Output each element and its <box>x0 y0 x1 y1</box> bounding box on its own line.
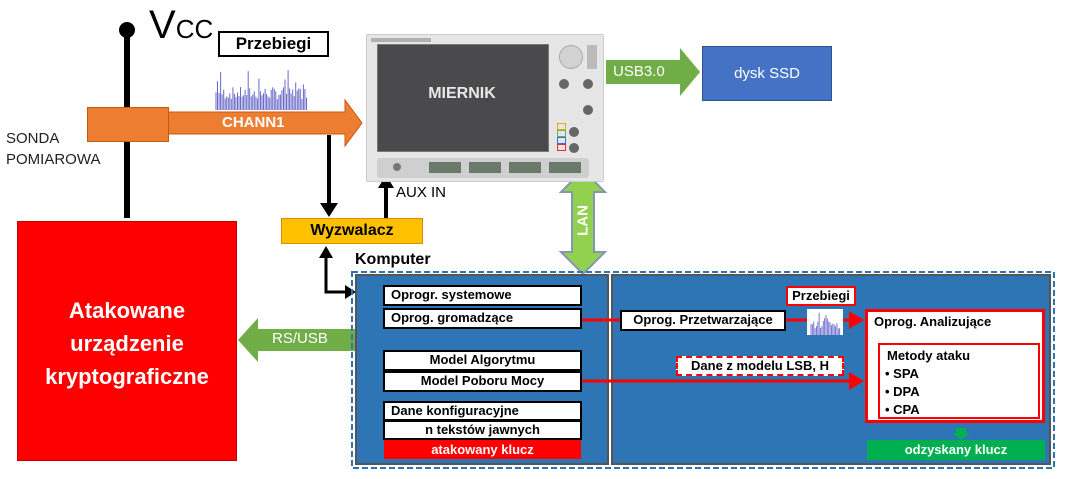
meter-brand-strip <box>371 38 431 42</box>
meter-input-strip <box>377 158 589 178</box>
waveforms-right-label: Przebiegi <box>786 286 856 306</box>
attack-methods-title: Metody ataku <box>887 348 971 363</box>
channel-input-icon <box>429 162 461 173</box>
method-item: • DPA <box>885 384 920 399</box>
knob-icon <box>569 127 579 137</box>
probe-label: SONDA POMIAROWA <box>6 128 100 170</box>
attacked-key-box: atakowany klucz <box>384 440 581 459</box>
model-data-box: Dane z modelu LSB, H <box>676 356 844 376</box>
vcc-label: VCC <box>149 4 213 50</box>
chann-to-trigger-arrowhead <box>320 203 338 217</box>
channel-input-icon <box>509 162 541 173</box>
nav-wheel-icon <box>559 45 583 69</box>
analysis-software-label: Oprog. Analizujące <box>874 314 992 329</box>
channel-1-button-icon <box>557 123 566 130</box>
meter-controls <box>553 43 599 153</box>
knob-icon <box>559 79 569 89</box>
waveform-thumbnail-top <box>215 70 307 110</box>
usb3-label: USB3.0 <box>613 63 665 80</box>
aux-in-connector-icon <box>393 163 401 171</box>
algorithm-model-box: Model Algorytmu <box>383 350 582 371</box>
method-item: • SPA <box>885 366 919 381</box>
rs-usb-label: RS/USB <box>272 330 328 347</box>
method-item: • CPA <box>885 402 920 417</box>
config-data-box: Dane konfiguracyjne <box>383 401 582 421</box>
device-label-line1: Atakowane <box>68 298 186 323</box>
power-model-box: Model Poboru Mocy <box>383 371 582 392</box>
vcc-sub: CC <box>175 14 214 44</box>
collecting-software-box: Oprog. gromadzące <box>383 308 582 329</box>
recovered-key-arrow <box>952 428 970 440</box>
recovered-key-box: odzyskany klucz <box>867 440 1045 460</box>
attack-methods-box: Metody ataku • SPA • DPA • CPA <box>878 343 1040 419</box>
computer-boundary <box>351 271 1055 469</box>
plaintexts-box: n tekstów jawnych <box>383 420 582 440</box>
channel-3-button-icon <box>557 137 566 144</box>
trigger-box: Wyzwalacz <box>281 218 423 244</box>
device-label-line2: urządzenie <box>70 331 184 356</box>
computer-label: Komputer <box>355 251 431 268</box>
channel-2-button-icon <box>557 130 566 137</box>
waveform-thumbnail-right <box>807 309 843 335</box>
chann1-label: CHANN1 <box>222 114 285 131</box>
attacked-device-box: Atakowane urządzenie kryptograficzne <box>17 221 237 461</box>
method-dpa: DPA <box>893 384 920 399</box>
button-stack-icon <box>587 45 597 69</box>
device-label-line3: kryptograficzne <box>45 364 209 389</box>
probe-body <box>87 107 169 142</box>
meter-screen <box>377 44 549 152</box>
rs-usb-arrow <box>238 318 356 362</box>
attacked-device-label: Atakowane urządzenie kryptograficzne <box>18 294 236 393</box>
analysis-arrowhead-2 <box>849 372 864 390</box>
lan-label: LAN <box>574 205 592 236</box>
ssd-box: dysk SSD <box>702 46 832 101</box>
channel-4-button-icon <box>557 144 566 151</box>
aux-in-label: AUX IN <box>396 184 447 201</box>
analysis-arrowhead-1 <box>849 311 864 329</box>
processing-software-box: Oprog. Przetwarzające <box>620 310 786 331</box>
usb3-arrow <box>606 48 700 96</box>
system-software-box: Oprogr. systemowe <box>383 285 582 306</box>
channel-input-icon <box>469 162 501 173</box>
attack-methods-list: • SPA • DPA • CPA <box>885 365 920 419</box>
vcc-terminal <box>119 22 135 38</box>
meter-label: MIERNIK <box>428 85 496 102</box>
meter-device: MIERNIK <box>366 34 604 182</box>
probe-label-line1: SONDA <box>6 130 60 147</box>
knob-icon <box>569 143 579 153</box>
probe-label-line2: POMIAROWA <box>6 151 101 168</box>
method-cpa: CPA <box>893 402 920 417</box>
chann1-arrow <box>164 98 363 148</box>
vcc-main: V <box>149 3 176 47</box>
waveforms-top-label: Przebiegi <box>218 31 329 57</box>
knob-icon <box>583 105 593 115</box>
knob-icon <box>583 79 593 89</box>
channel-input-icon <box>549 162 581 173</box>
method-spa: SPA <box>893 366 919 381</box>
trigger-computer-link <box>324 257 348 294</box>
trigger-up-arrowhead <box>319 246 333 258</box>
computer-in-arrowhead <box>345 285 356 299</box>
analysis-software-box: Oprog. Analizujące Metody ataku • SPA • … <box>865 309 1045 423</box>
